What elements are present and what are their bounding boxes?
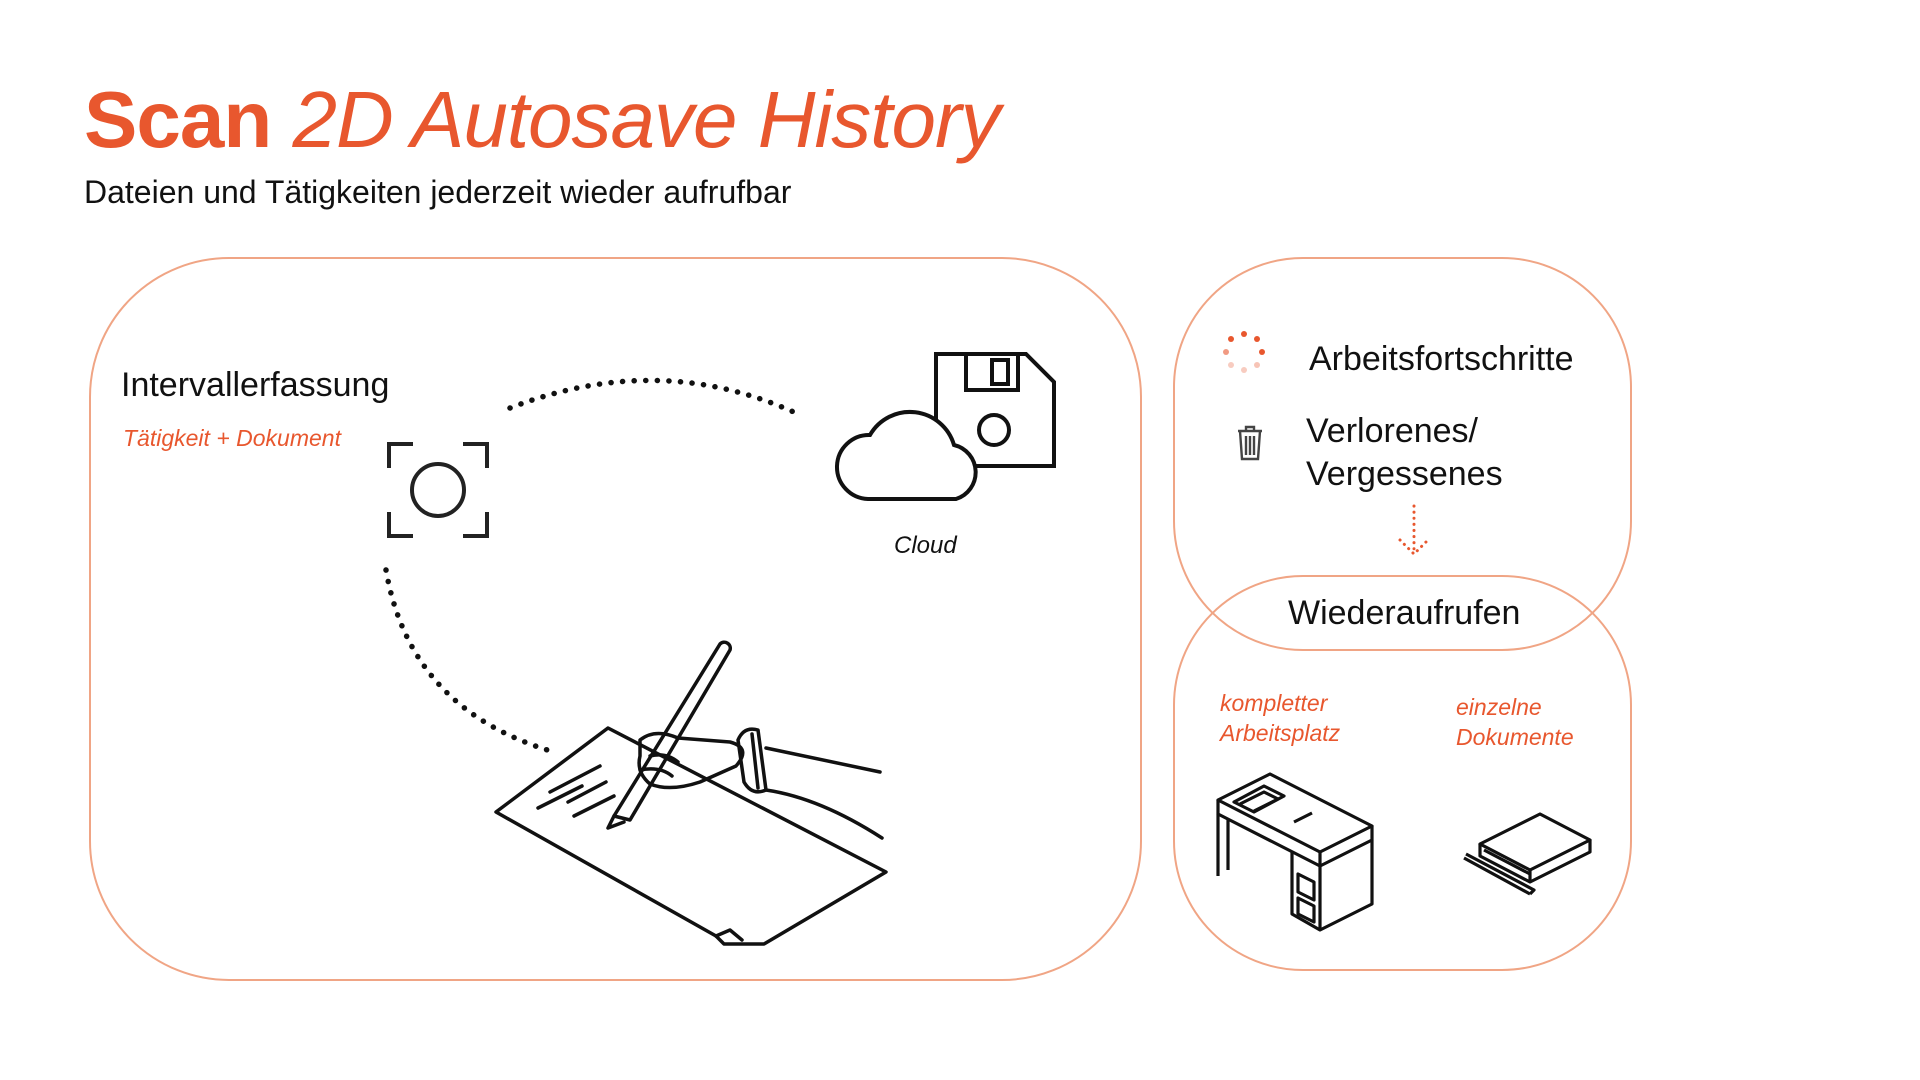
option-docs-line2: Dokumente	[1456, 724, 1574, 750]
side-panel-top	[1173, 257, 1632, 651]
option-desk-line1: kompletter	[1220, 690, 1328, 716]
option-desk-line2: Arbeitsplatz	[1220, 720, 1341, 746]
page-subtitle: Dateien und Tätigkeiten jederzeit wieder…	[84, 174, 792, 210]
main-panel	[89, 257, 1142, 981]
cloud-label: Cloud	[894, 532, 957, 559]
lost-label: Verlorenes/ Vergessenes	[1306, 410, 1503, 496]
camera-focus-icon	[387, 442, 489, 538]
arrow-down-icon	[1398, 504, 1430, 557]
progress-label: Arbeitsfortschritte	[1309, 340, 1574, 378]
option-desk-label: kompletter Arbeitsplatz	[1220, 688, 1340, 748]
desk-icon	[1216, 772, 1374, 932]
option-docs-line1: einzelne	[1456, 694, 1542, 720]
page-title: Scan 2D Autosave History	[84, 70, 1001, 170]
trash-icon	[1238, 425, 1262, 461]
dotted-arc-top	[507, 377, 801, 417]
lost-label-line1: Verlorenes/	[1306, 412, 1478, 450]
restore-label: Wiederaufrufen	[1288, 594, 1521, 632]
option-docs-label: einzelne Dokumente	[1456, 692, 1574, 752]
floppy-disk-icon	[934, 352, 1056, 468]
progress-dots-icon	[1223, 331, 1265, 373]
capture-label: Intervallerfassung	[121, 366, 390, 404]
title-bold: Scan	[84, 75, 272, 164]
cloud-icon	[835, 410, 978, 501]
hand-writing-icon	[494, 640, 888, 946]
dotted-arc-bottom	[383, 567, 557, 755]
notebook-icon	[1463, 812, 1592, 896]
capture-sublabel: Tätigkeit + Dokument	[123, 425, 341, 451]
title-light: 2D Autosave History	[292, 75, 1000, 164]
side-panel-bottom	[1173, 575, 1632, 971]
lost-label-line2: Vergessenes	[1306, 455, 1503, 493]
